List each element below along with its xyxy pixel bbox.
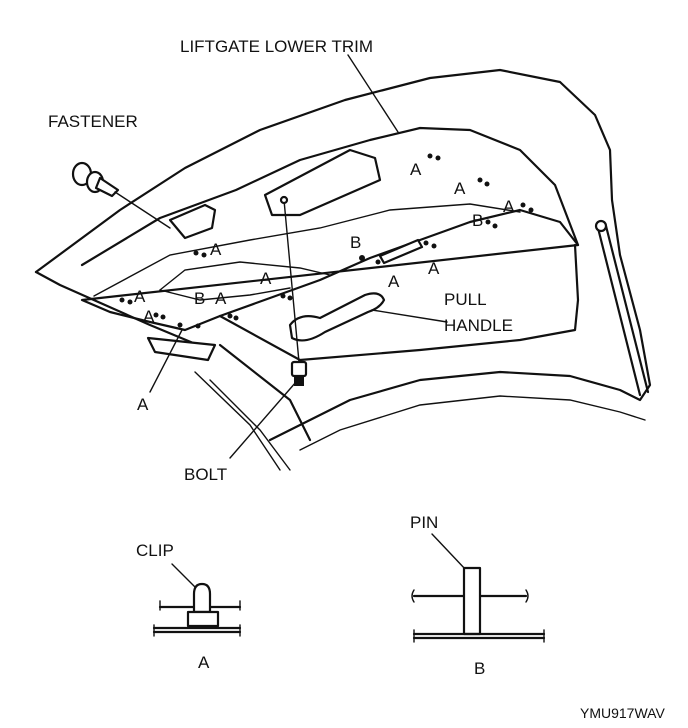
liftgate-body [34, 68, 652, 471]
callout-a: A [210, 240, 222, 259]
callout-a: A [143, 307, 155, 326]
lower-trim-panel [80, 126, 580, 442]
callout-b: B [350, 233, 361, 252]
callout-a: A [137, 395, 149, 414]
callout-a: A [215, 289, 227, 308]
callout-a: A [428, 259, 440, 278]
fastener-label: FASTENER [48, 112, 138, 131]
callout-b: B [194, 289, 205, 308]
leader-lines [149, 54, 448, 459]
detail-a-clip: CLIP A [136, 541, 242, 672]
pin-label: PIN [410, 513, 438, 532]
pull-handle [288, 292, 386, 342]
figure-code: YMU917WAV [580, 705, 665, 721]
bolt [279, 195, 308, 386]
bolt-label: BOLT [184, 465, 227, 484]
callout-b: B [472, 211, 483, 230]
detail-b-pin: PIN B [410, 513, 546, 678]
callout-a: A [388, 272, 400, 291]
callout-a: A [454, 179, 466, 198]
callout-a: A [503, 197, 515, 216]
fastener [71, 161, 171, 229]
handle-label: HANDLE [444, 316, 513, 335]
pull-label: PULL [444, 290, 487, 309]
clip-locations [119, 153, 534, 329]
clip-label: CLIP [136, 541, 174, 560]
callout-a: A [410, 160, 422, 179]
callout-a: A [260, 269, 272, 288]
detail-b-letter: B [474, 659, 485, 678]
clip-letter-callouts: A A A B B A A A A B A A A A [134, 160, 515, 414]
detail-a-letter: A [198, 653, 210, 672]
callout-a: A [134, 287, 146, 306]
liftgate-lower-trim-label: LIFTGATE LOWER TRIM [180, 37, 373, 56]
